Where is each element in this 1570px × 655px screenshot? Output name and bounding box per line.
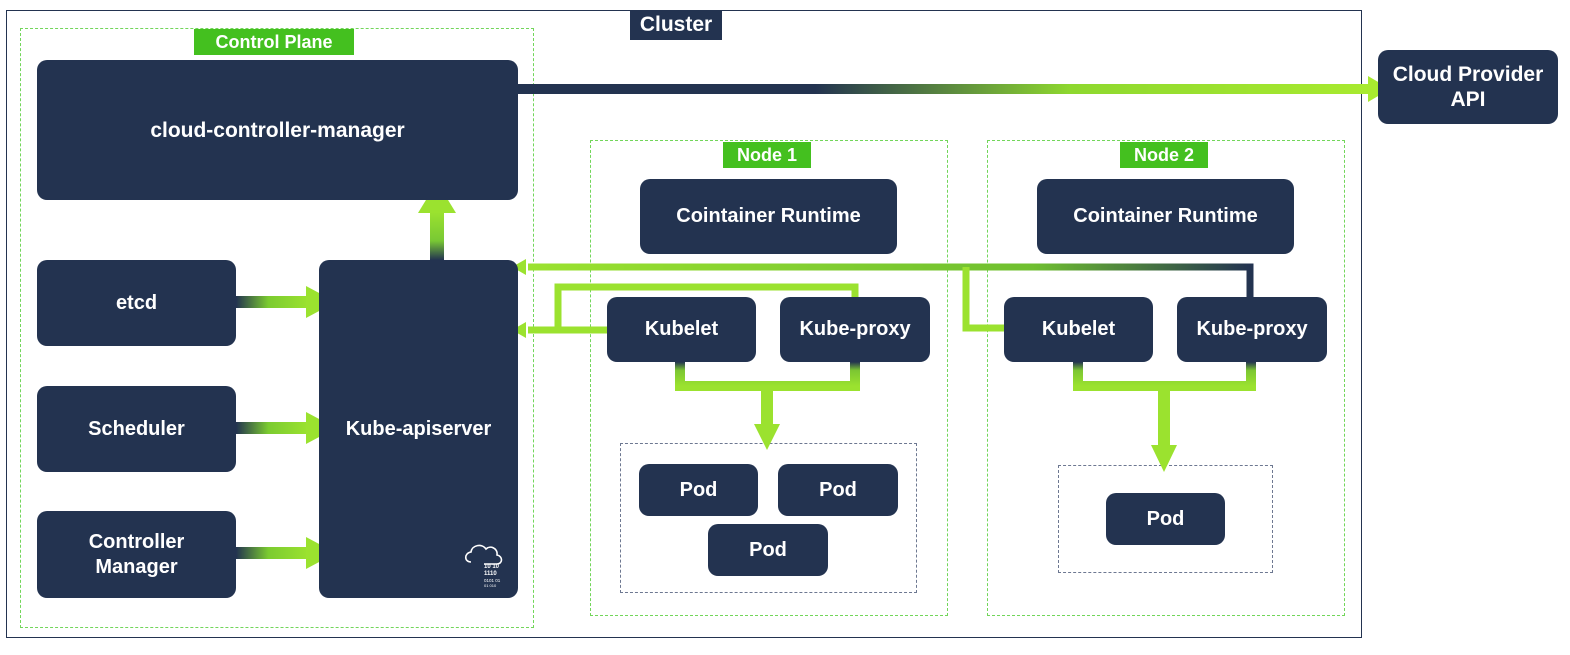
controller-manager-box: Controller Manager [37,511,236,598]
node-1-pod-1: Pod [639,464,758,516]
node-1-pod-2: Pod [778,464,898,516]
node-1-kube-proxy-box: Kube-proxy [780,297,930,362]
node-1-container-runtime-box: Cointainer Runtime [640,179,897,254]
cloud-binary-icon: 10 10 1110 0101 01 01 010 [464,544,503,588]
node1-kubeproxy-connector [554,283,859,330]
node2-kubeproxy-to-apiserver-arrowhead [512,259,526,275]
node2-kubeproxy-to-apiserver-line [528,263,1254,298]
node-2-kubelet-box: Kubelet [1004,297,1153,362]
scheduler-box: Scheduler [37,386,236,472]
node1-pod-bracket [675,362,860,391]
node-1-region [590,140,948,616]
node-2-kube-proxy-box: Kube-proxy [1177,297,1327,362]
node1-pod-drop-line [761,391,773,425]
node-1-kubelet-box: Kubelet [607,297,756,362]
apiserver-to-ccm-line [430,212,444,260]
cloud-provider-api-box: Cloud Provider API [1378,50,1558,124]
node2-pod-bracket [1073,362,1256,391]
node-2-label: Node 2 [1120,142,1208,168]
etcd-box: etcd [37,260,236,346]
node2-pod-drop-line [1158,391,1170,446]
binary-line-2: 1110 [484,571,497,577]
controller-manager-arrow-line [236,547,308,559]
node-1-label: Node 1 [723,142,811,168]
node-2-region [987,140,1345,616]
node-2-pod-1: Pod [1106,493,1225,545]
cloud-controller-manager-box: cloud-controller-manager [37,60,518,200]
node2-kubelet-connector [962,267,1006,332]
node1-kubelet-to-apiserver-arrowhead [512,322,526,338]
cluster-label: Cluster [630,10,722,40]
control-plane-label: Control Plane [194,29,354,55]
binary-line-3: 0101 01 [484,578,501,583]
node-1-pod-3: Pod [708,524,828,576]
node2-pod-arrowhead [1151,445,1177,472]
kube-apiserver-box: Kube-apiserver [319,260,518,598]
binary-line-1: 10 10 [484,564,500,570]
ccm-to-cloud-provider-line [517,84,1369,94]
node1-pod-arrowhead [754,424,780,450]
binary-line-4: 01 010 [484,583,497,588]
node-2-container-runtime-box: Cointainer Runtime [1037,179,1294,254]
etcd-arrow-line [236,296,308,308]
scheduler-arrow-line [236,422,308,434]
